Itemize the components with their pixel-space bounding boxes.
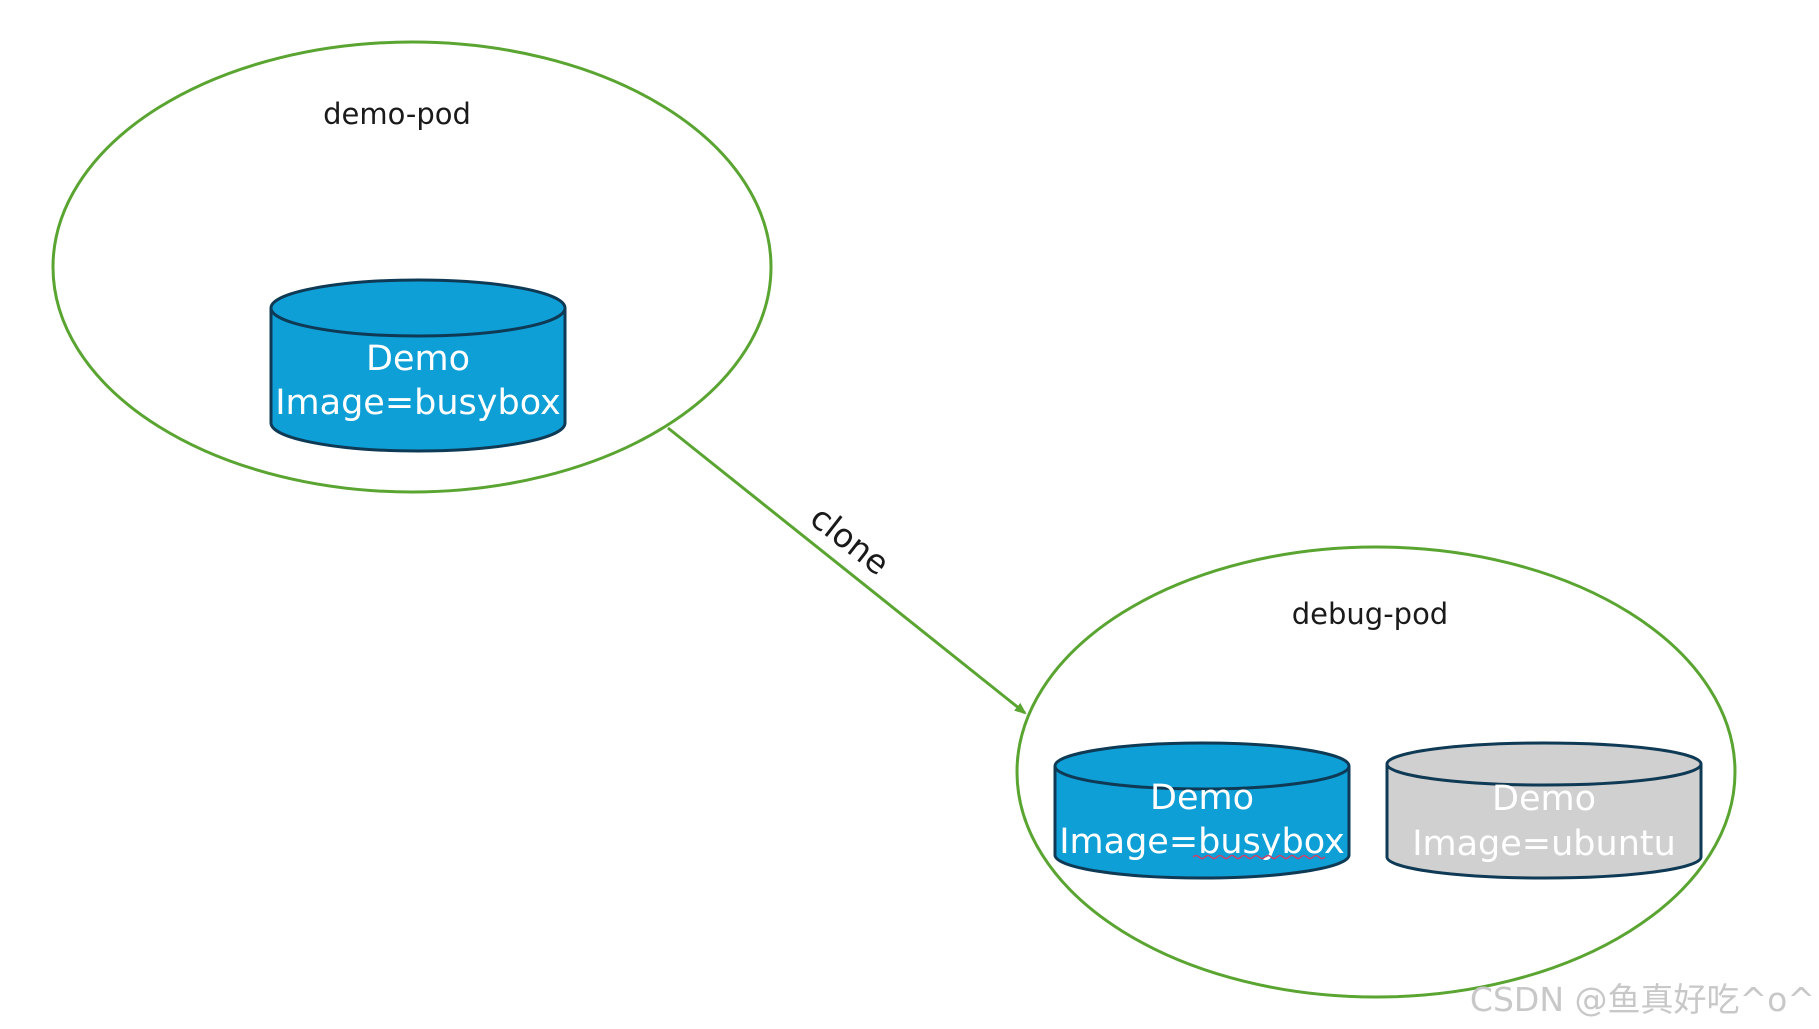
demo-pod-label: demo-pod [323, 97, 471, 131]
clone-arrow [667, 426, 1027, 715]
debug-pod-boundary [1015, 545, 1737, 999]
cylinder-body [269, 308, 567, 453]
container-image: Image=busybox [1059, 822, 1345, 862]
container-image: Image=busybox [275, 383, 561, 423]
spellcheck-underline [1192, 854, 1326, 860]
cylinder-top [1385, 741, 1703, 787]
container-image: Image=ubuntu [1412, 824, 1676, 864]
debug-demo-container-cylinder: Demo Image=busybox [1053, 741, 1351, 880]
clone-label: clone [803, 498, 897, 583]
demo-pod: demo-pod Demo Image=busybox [51, 40, 773, 494]
debug-pod: debug-pod Demo Image=busybox Demo Image=… [1015, 545, 1737, 999]
csdn-watermark: CSDN @鱼真好吃^o^ [1470, 980, 1815, 1019]
debug-ubuntu-container-cylinder: Demo Image=ubuntu [1385, 741, 1703, 880]
cylinder-body [1385, 764, 1703, 880]
cylinder-top [1053, 741, 1351, 791]
container-name: Demo [1492, 779, 1596, 819]
demo-container-cylinder: Demo Image=busybox [269, 278, 567, 453]
demo-pod-boundary [51, 40, 773, 494]
cylinder-body [1053, 766, 1351, 880]
cylinder-top [269, 278, 567, 338]
container-name: Demo [1150, 778, 1254, 818]
container-name: Demo [366, 339, 470, 379]
debug-pod-label: debug-pod [1292, 597, 1448, 631]
clone-edge: clone [667, 426, 1027, 715]
